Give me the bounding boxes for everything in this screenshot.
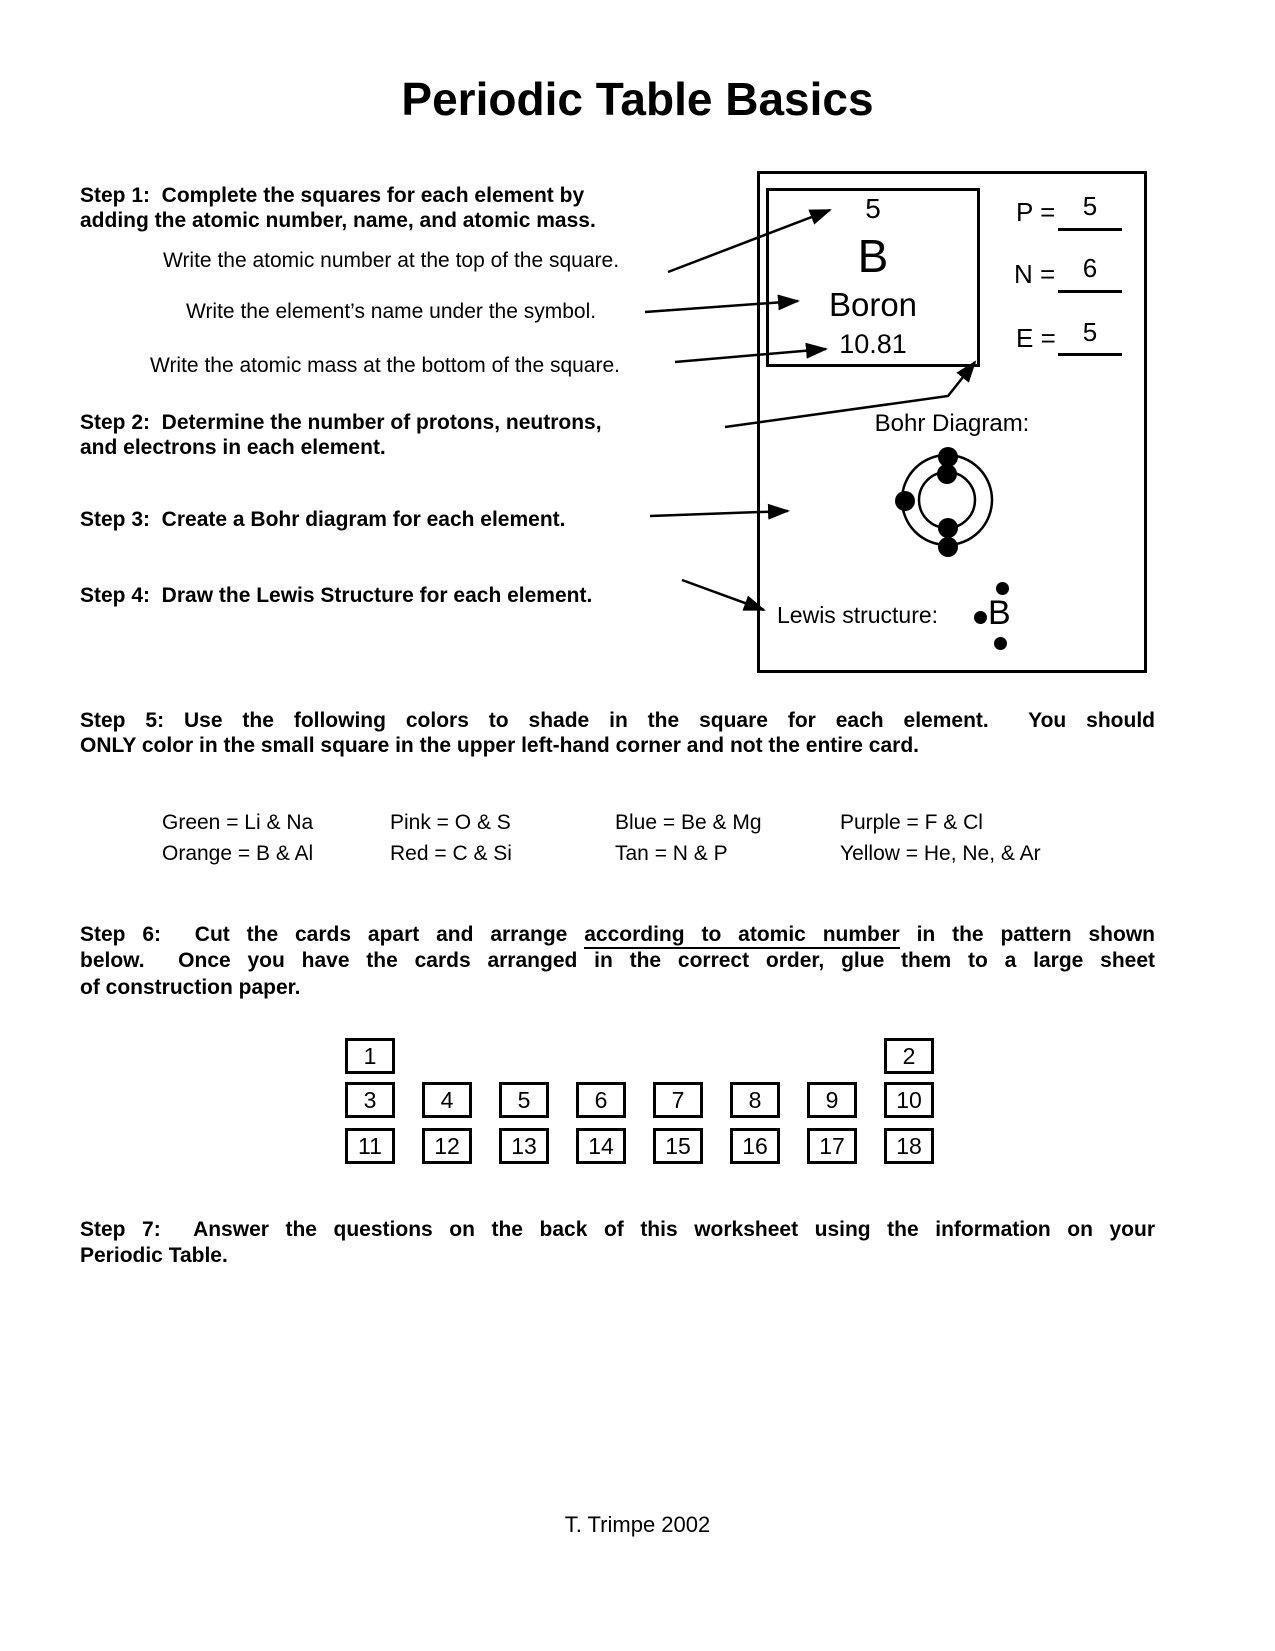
protons-blank-line	[1058, 228, 1122, 231]
grid-box-7: 7	[653, 1082, 703, 1118]
step5-line2: ONLY color in the small square in the up…	[80, 734, 919, 757]
step1-sub-name: Write the element’s name under the symbo…	[186, 300, 597, 323]
electron-dot	[938, 518, 958, 538]
step1-line2: adding the atomic number, name, and atom…	[80, 209, 596, 232]
grid-box-14: 14	[576, 1128, 626, 1164]
atomic-mass: 10.81	[839, 328, 907, 359]
color-key-pink: Pink = O & S	[390, 811, 511, 834]
grid-box-17: 17	[807, 1128, 857, 1164]
protons-label: P =	[1016, 197, 1056, 227]
grid-box-4: 4	[422, 1082, 472, 1118]
lewis-symbol: B	[988, 594, 1011, 632]
electron-dot	[895, 491, 915, 511]
color-key-blue: Blue = Be & Mg	[615, 811, 762, 834]
atomic-number: 5	[865, 193, 881, 224]
grid-box-6: 6	[576, 1082, 626, 1118]
step1-sub-atomic-number: Write the atomic number at the top of th…	[163, 249, 620, 272]
neutrons-label: N =	[1014, 259, 1056, 289]
grid-box-13: 13	[499, 1128, 549, 1164]
electron-dot	[938, 447, 958, 467]
step6-line1: Step 6: Cut the cards apart and arrange …	[80, 922, 1156, 949]
lewis-dot-left	[974, 611, 987, 624]
electrons-blank-line	[1058, 353, 1122, 356]
step6-underlined-phrase: according to atomic number	[584, 923, 900, 949]
grid-box-18: 18	[884, 1128, 934, 1164]
step6-line1-before: Step 6: Cut the cards apart and arrange	[80, 923, 585, 946]
element-symbol: B	[857, 229, 889, 282]
bohr-diagram-label: Bohr Diagram:	[874, 410, 1030, 437]
lewis-dot-top	[996, 582, 1009, 595]
step4-text: Step 4: Draw the Lewis Structure for eac…	[80, 584, 593, 607]
step1-line1: Step 1: Complete the squares for each el…	[80, 184, 585, 207]
electrons-label: E =	[1016, 323, 1056, 353]
grid-box-16: 16	[730, 1128, 780, 1164]
step2-line2: and electrons in each element.	[80, 436, 386, 459]
color-key-red: Red = C & Si	[390, 842, 512, 865]
step7-line1: Step 7: Answer the questions on the back…	[80, 1218, 1155, 1241]
grid-box-1: 1	[345, 1038, 395, 1074]
grid-box-10: 10	[884, 1082, 934, 1118]
color-key-purple: Purple = F & Cl	[840, 811, 983, 834]
lewis-structure-label: Lewis structure:	[777, 602, 939, 628]
electron-dot	[937, 464, 957, 484]
grid-box-5: 5	[499, 1082, 549, 1118]
page-title: Periodic Table Basics	[401, 73, 874, 125]
step6-line3: of construction paper.	[80, 976, 301, 999]
grid-box-2: 2	[884, 1038, 934, 1074]
color-key-green: Green = Li & Na	[162, 811, 314, 834]
footer-credit: T. Trimpe 2002	[564, 1512, 711, 1537]
neutrons-value: 6	[1082, 253, 1098, 283]
bohr-diagram	[895, 447, 994, 557]
grid-box-12: 12	[422, 1128, 472, 1164]
step2-line1: Step 2: Determine the number of protons,…	[80, 411, 602, 434]
element-example-card: 5 B Boron 10.81 P = 5 N = 6 E = 5 Bohr D…	[757, 171, 1147, 673]
grid-box-15: 15	[653, 1128, 703, 1164]
electrons-value: 5	[1082, 317, 1098, 347]
grid-box-8: 8	[730, 1082, 780, 1118]
step7-line2: Periodic Table.	[80, 1244, 228, 1267]
electron-dot	[938, 537, 958, 557]
step3-text: Step 3: Create a Bohr diagram for each e…	[80, 508, 566, 531]
grid-box-11: 11	[345, 1128, 395, 1164]
color-key-orange: Orange = B & Al	[162, 842, 314, 865]
step6-line1-after: in the pattern shown	[899, 923, 1156, 946]
step6-line2: below. Once you have the cards arranged …	[80, 949, 1155, 972]
step1-sub-mass: Write the atomic mass at the bottom of t…	[150, 354, 620, 377]
step5-line1: Step 5: Use the following colors to shad…	[80, 709, 1155, 732]
grid-box-9: 9	[807, 1082, 857, 1118]
protons-value: 5	[1082, 191, 1098, 221]
element-square: 5 B Boron 10.81	[766, 188, 980, 367]
color-key-yellow: Yellow = He, Ne, & Ar	[840, 842, 1041, 865]
color-key-tan: Tan = N & P	[615, 842, 728, 865]
grid-box-3: 3	[345, 1082, 395, 1118]
neutrons-blank-line	[1058, 290, 1122, 293]
lewis-dot-bottom	[994, 637, 1007, 650]
element-name: Boron	[828, 286, 918, 324]
